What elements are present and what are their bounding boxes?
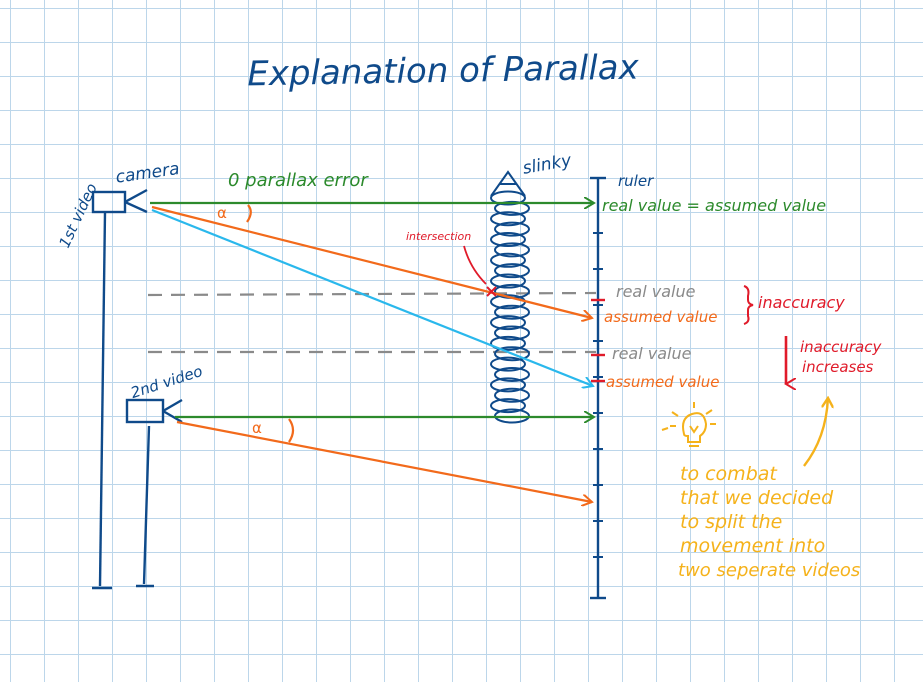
angle-arc-lower (288, 418, 295, 443)
inaccuracy-brace (743, 285, 754, 325)
real-equals-assumed-label: real value = assumed value (602, 196, 826, 215)
camera-icon (125, 398, 183, 424)
slinky-loop (490, 252, 526, 268)
reference-dashes (147, 291, 597, 354)
slinky-loop (490, 398, 526, 414)
slinky-loop (494, 221, 530, 237)
angle-alpha-upper: α (217, 204, 227, 222)
slinky-loop (494, 387, 530, 403)
slinky-loop (490, 335, 526, 351)
slinky-loop (490, 190, 526, 206)
combat-text-line-1: to combat (680, 463, 778, 485)
second-video-label: 2nd video (128, 362, 204, 402)
slinky-loop (490, 315, 526, 331)
page-title: Explanation of Parallax (247, 48, 640, 95)
slinky-top (490, 170, 526, 197)
ruler-ticks (593, 232, 603, 558)
intersection-label: intersection (406, 230, 471, 243)
assumed-value-label-2: assumed value (606, 373, 719, 391)
cyan-line (151, 208, 593, 386)
slinky-loop (494, 304, 530, 320)
assumed-value-label-1: assumed value (604, 308, 717, 326)
lightbulb-icon (661, 402, 716, 447)
combat-pointer-arrow (803, 398, 828, 467)
angle-arc-upper (246, 204, 252, 223)
orange-line-lower (176, 420, 592, 502)
intersection-mark (486, 286, 497, 297)
slinky-loop (490, 232, 526, 248)
camera-icon (91, 188, 148, 214)
angle-alpha-lower: α (252, 419, 262, 437)
combat-text-line-5: two seperate videos (678, 560, 860, 581)
slinky-loop (494, 366, 530, 382)
orange-line-upper (151, 205, 592, 318)
ruler (590, 176, 606, 600)
slinky-loop (490, 356, 526, 372)
slinky-loop (494, 325, 530, 341)
inaccuracy-increases-line-1: inaccuracy (800, 338, 882, 356)
slinky-loop (490, 273, 526, 289)
slinky-loop (494, 200, 530, 216)
inaccuracy-label: inaccuracy (758, 293, 845, 312)
camera-label: camera (114, 159, 180, 188)
real-value-label-2: real value (612, 344, 692, 363)
combat-text-line-4: movement into (680, 535, 825, 557)
slinky-loop (494, 263, 530, 279)
ruler-label: ruler (618, 172, 654, 190)
combat-text-line-3: to split the (680, 511, 782, 533)
intersection-pointer (463, 245, 487, 285)
slinky-coil (490, 190, 530, 424)
slinky-loop (494, 242, 530, 258)
camera-stand (92, 211, 154, 590)
ruler-red-ticks (591, 298, 605, 383)
first-video-label: 1st video (55, 180, 100, 250)
real-value-label-1: real value (616, 282, 696, 301)
slinky-label: slinky (521, 150, 574, 178)
zero-parallax-label: 0 parallax error (228, 170, 369, 191)
inaccuracy-increases-line-2: increases (802, 358, 874, 376)
combat-text-line-2: that we decided (680, 487, 834, 509)
slinky-loop (490, 377, 526, 393)
slinky-loop (494, 346, 530, 362)
slinky-loop (490, 211, 526, 227)
sight-lines (150, 203, 594, 502)
